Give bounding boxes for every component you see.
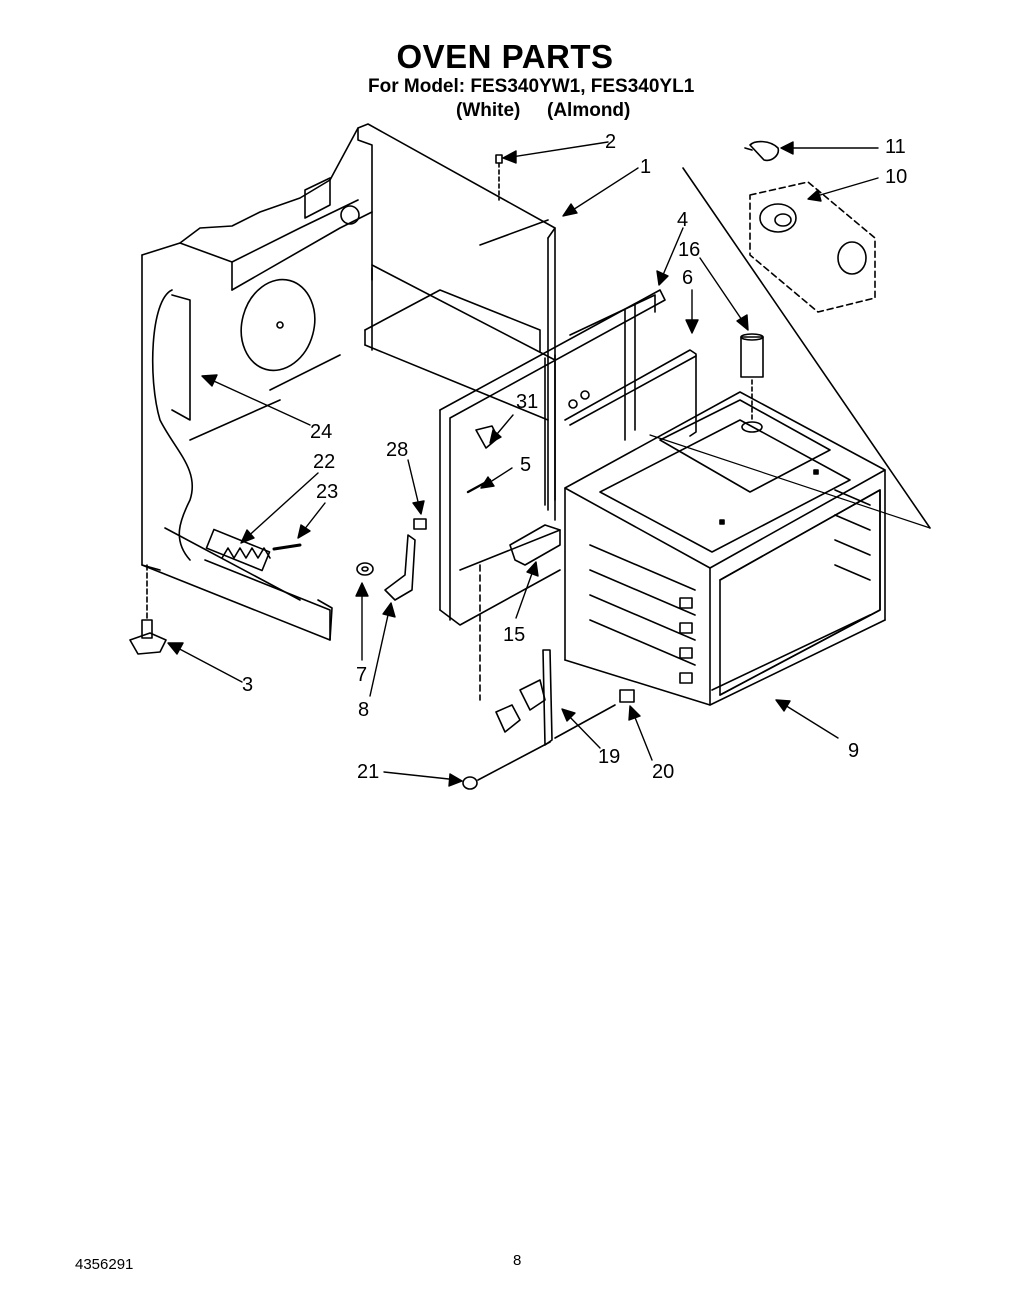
wire-harness [151, 289, 193, 561]
callout-1: 1 [640, 156, 652, 178]
model-line: For Model: FES340YW1, FES340YL1 [368, 76, 695, 97]
oven-liner-box [564, 391, 886, 706]
callout-4: 4 [677, 209, 689, 231]
callout-6: 6 [682, 267, 694, 289]
callout-8: 8 [358, 699, 370, 721]
document-number: 4356291 [75, 1256, 134, 1273]
leader-lines [167, 141, 879, 787]
callout-21: 21 [357, 761, 380, 783]
callout-2: 2 [605, 131, 617, 153]
callout-7: 7 [356, 664, 368, 686]
callout-3: 3 [242, 674, 254, 696]
variant-almond: (Almond) [547, 100, 631, 121]
callout-19: 19 [598, 746, 621, 768]
oven-cavity-frame [141, 123, 556, 641]
callout-20: 20 [652, 761, 675, 783]
callout-9: 9 [848, 740, 860, 762]
small-hardware [129, 154, 635, 790]
callout-28: 28 [386, 439, 409, 461]
callout-5: 5 [520, 454, 532, 476]
callout-11: 11 [885, 136, 906, 158]
callout-10: 10 [885, 166, 908, 188]
rack-support [564, 349, 697, 437]
callout-24: 24 [310, 421, 333, 443]
variant-white: (White) [456, 100, 521, 121]
callout-16: 16 [678, 239, 701, 261]
part-16-cylinder [740, 333, 764, 433]
callout-31: 31 [516, 391, 539, 413]
page-title: OVEN PARTS [396, 38, 614, 75]
page-number: 8 [513, 1252, 522, 1269]
oven-front-frame [439, 289, 666, 626]
callout-22: 22 [313, 451, 336, 473]
callout-23: 23 [316, 481, 339, 503]
oven-light-assembly [649, 140, 931, 529]
callout-15: 15 [503, 624, 526, 646]
